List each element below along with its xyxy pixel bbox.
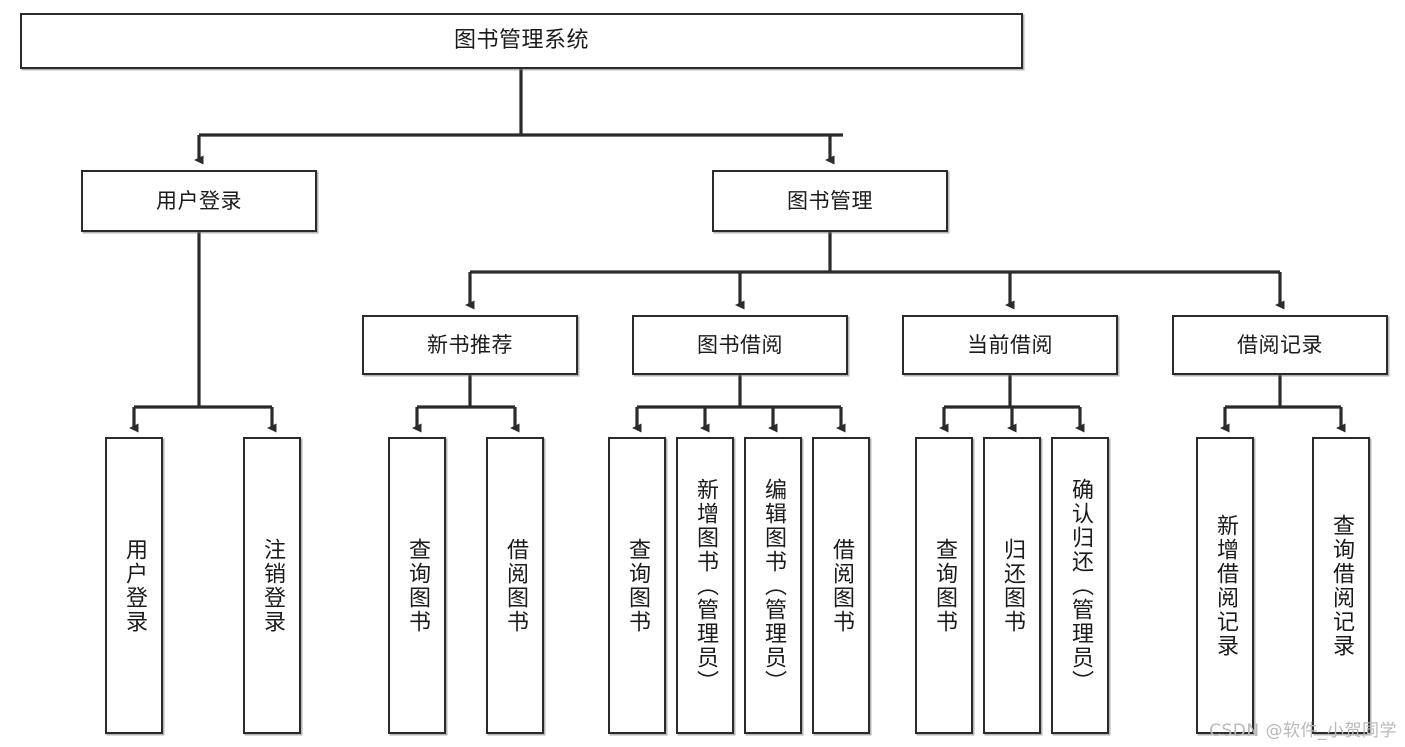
node-label: 图书管理系统 [453,28,589,54]
node-borrow-records[interactable]: 借阅记录 [1172,315,1388,375]
node-new-book-recommend[interactable]: 新书推荐 [362,315,578,375]
node-label: 当前借阅 [967,332,1053,357]
node-label: 新增借阅记录 [1213,513,1238,658]
node-label: 图书管理 [787,188,873,213]
node-current-borrow[interactable]: 当前借阅 [902,315,1118,375]
node-label: 图书借阅 [697,332,783,357]
node-label: 查询借阅记录 [1329,513,1354,658]
node-label: 借阅记录 [1237,332,1323,357]
leaf-query-book-new[interactable]: 查询图书 [388,437,446,734]
leaf-add-book-admin[interactable]: 新增图书（管理员） [676,437,734,734]
leaf-user-login[interactable]: 用户登录 [105,437,163,734]
node-label: 查询图书 [625,537,650,634]
node-label: 新增图书（管理员） [693,477,718,694]
node-label: 确认归还（管理员） [1068,477,1093,694]
node-label: 编辑图书（管理员） [761,477,786,694]
node-label: 注销登录 [260,537,285,634]
node-label: 借阅图书 [503,537,528,634]
node-label: 查询图书 [405,537,430,634]
leaf-return-book[interactable]: 归还图书 [983,437,1041,734]
node-label: 新书推荐 [427,332,513,357]
leaf-query-borrow-record[interactable]: 查询借阅记录 [1312,437,1370,734]
node-label: 用户登录 [156,188,242,213]
leaf-edit-book-admin[interactable]: 编辑图书（管理员） [744,437,802,734]
leaf-borrow-book[interactable]: 借阅图书 [812,437,870,734]
leaf-query-book-current[interactable]: 查询图书 [915,437,973,734]
node-user-login[interactable]: 用户登录 [81,170,317,232]
node-label: 用户登录 [122,537,147,634]
leaf-confirm-return-admin[interactable]: 确认归还（管理员） [1051,437,1109,734]
node-label: 查询图书 [932,537,957,634]
node-root-system[interactable]: 图书管理系统 [20,13,1023,69]
node-book-management[interactable]: 图书管理 [712,170,948,232]
node-label: 归还图书 [1000,537,1025,634]
leaf-add-borrow-record[interactable]: 新增借阅记录 [1196,437,1254,734]
node-book-borrow[interactable]: 图书借阅 [632,315,848,375]
watermark-text: CSDN @软件_小贺同学 [1209,721,1397,741]
leaf-borrow-book-new[interactable]: 借阅图书 [486,437,544,734]
leaf-logout[interactable]: 注销登录 [243,437,301,734]
leaf-query-book-borrow[interactable]: 查询图书 [608,437,666,734]
node-label: 借阅图书 [829,537,854,634]
